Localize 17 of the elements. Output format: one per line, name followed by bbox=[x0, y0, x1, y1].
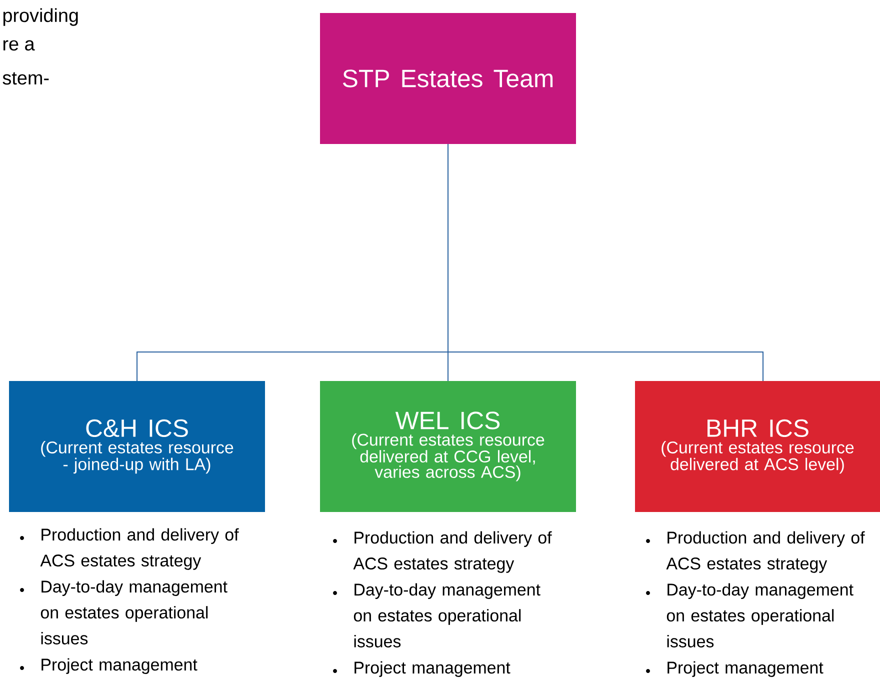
bullet-item: Project management bbox=[333, 661, 510, 677]
connector-line bbox=[448, 144, 764, 382]
bullet-item: Day-to-day management on estates operational issues bbox=[20, 580, 228, 644]
bullet-item: Production and delivery of ACS estates strategy bbox=[20, 528, 239, 570]
ics-box: C&H ICS (Current estates resource - joined-up with LA) bbox=[9, 381, 265, 512]
ics-box: BHR ICS (Current estates resource delivered at ACS level) bbox=[635, 381, 880, 512]
bullet-item: Day-to-day management on estates operational issues bbox=[333, 583, 540, 648]
ics-box: WEL ICS (Current estates resource delivered at CCG level, varies across ACS) bbox=[320, 381, 576, 512]
team-box: STP Estates Team bbox=[320, 13, 576, 144]
text-fragment: stem- bbox=[2, 72, 49, 85]
bullet-item: Day-to-day management on estates operational issues bbox=[646, 583, 854, 648]
bullet-item: Project management bbox=[646, 661, 824, 677]
bullet-item: Project management bbox=[20, 658, 198, 674]
text-fragment: re a bbox=[3, 40, 35, 51]
bullet-item: Production and delivery of ACS estates strategy bbox=[333, 531, 552, 573]
text-fragment: providing bbox=[3, 8, 78, 26]
bullet-item: Production and delivery of ACS estates strategy bbox=[646, 531, 865, 573]
